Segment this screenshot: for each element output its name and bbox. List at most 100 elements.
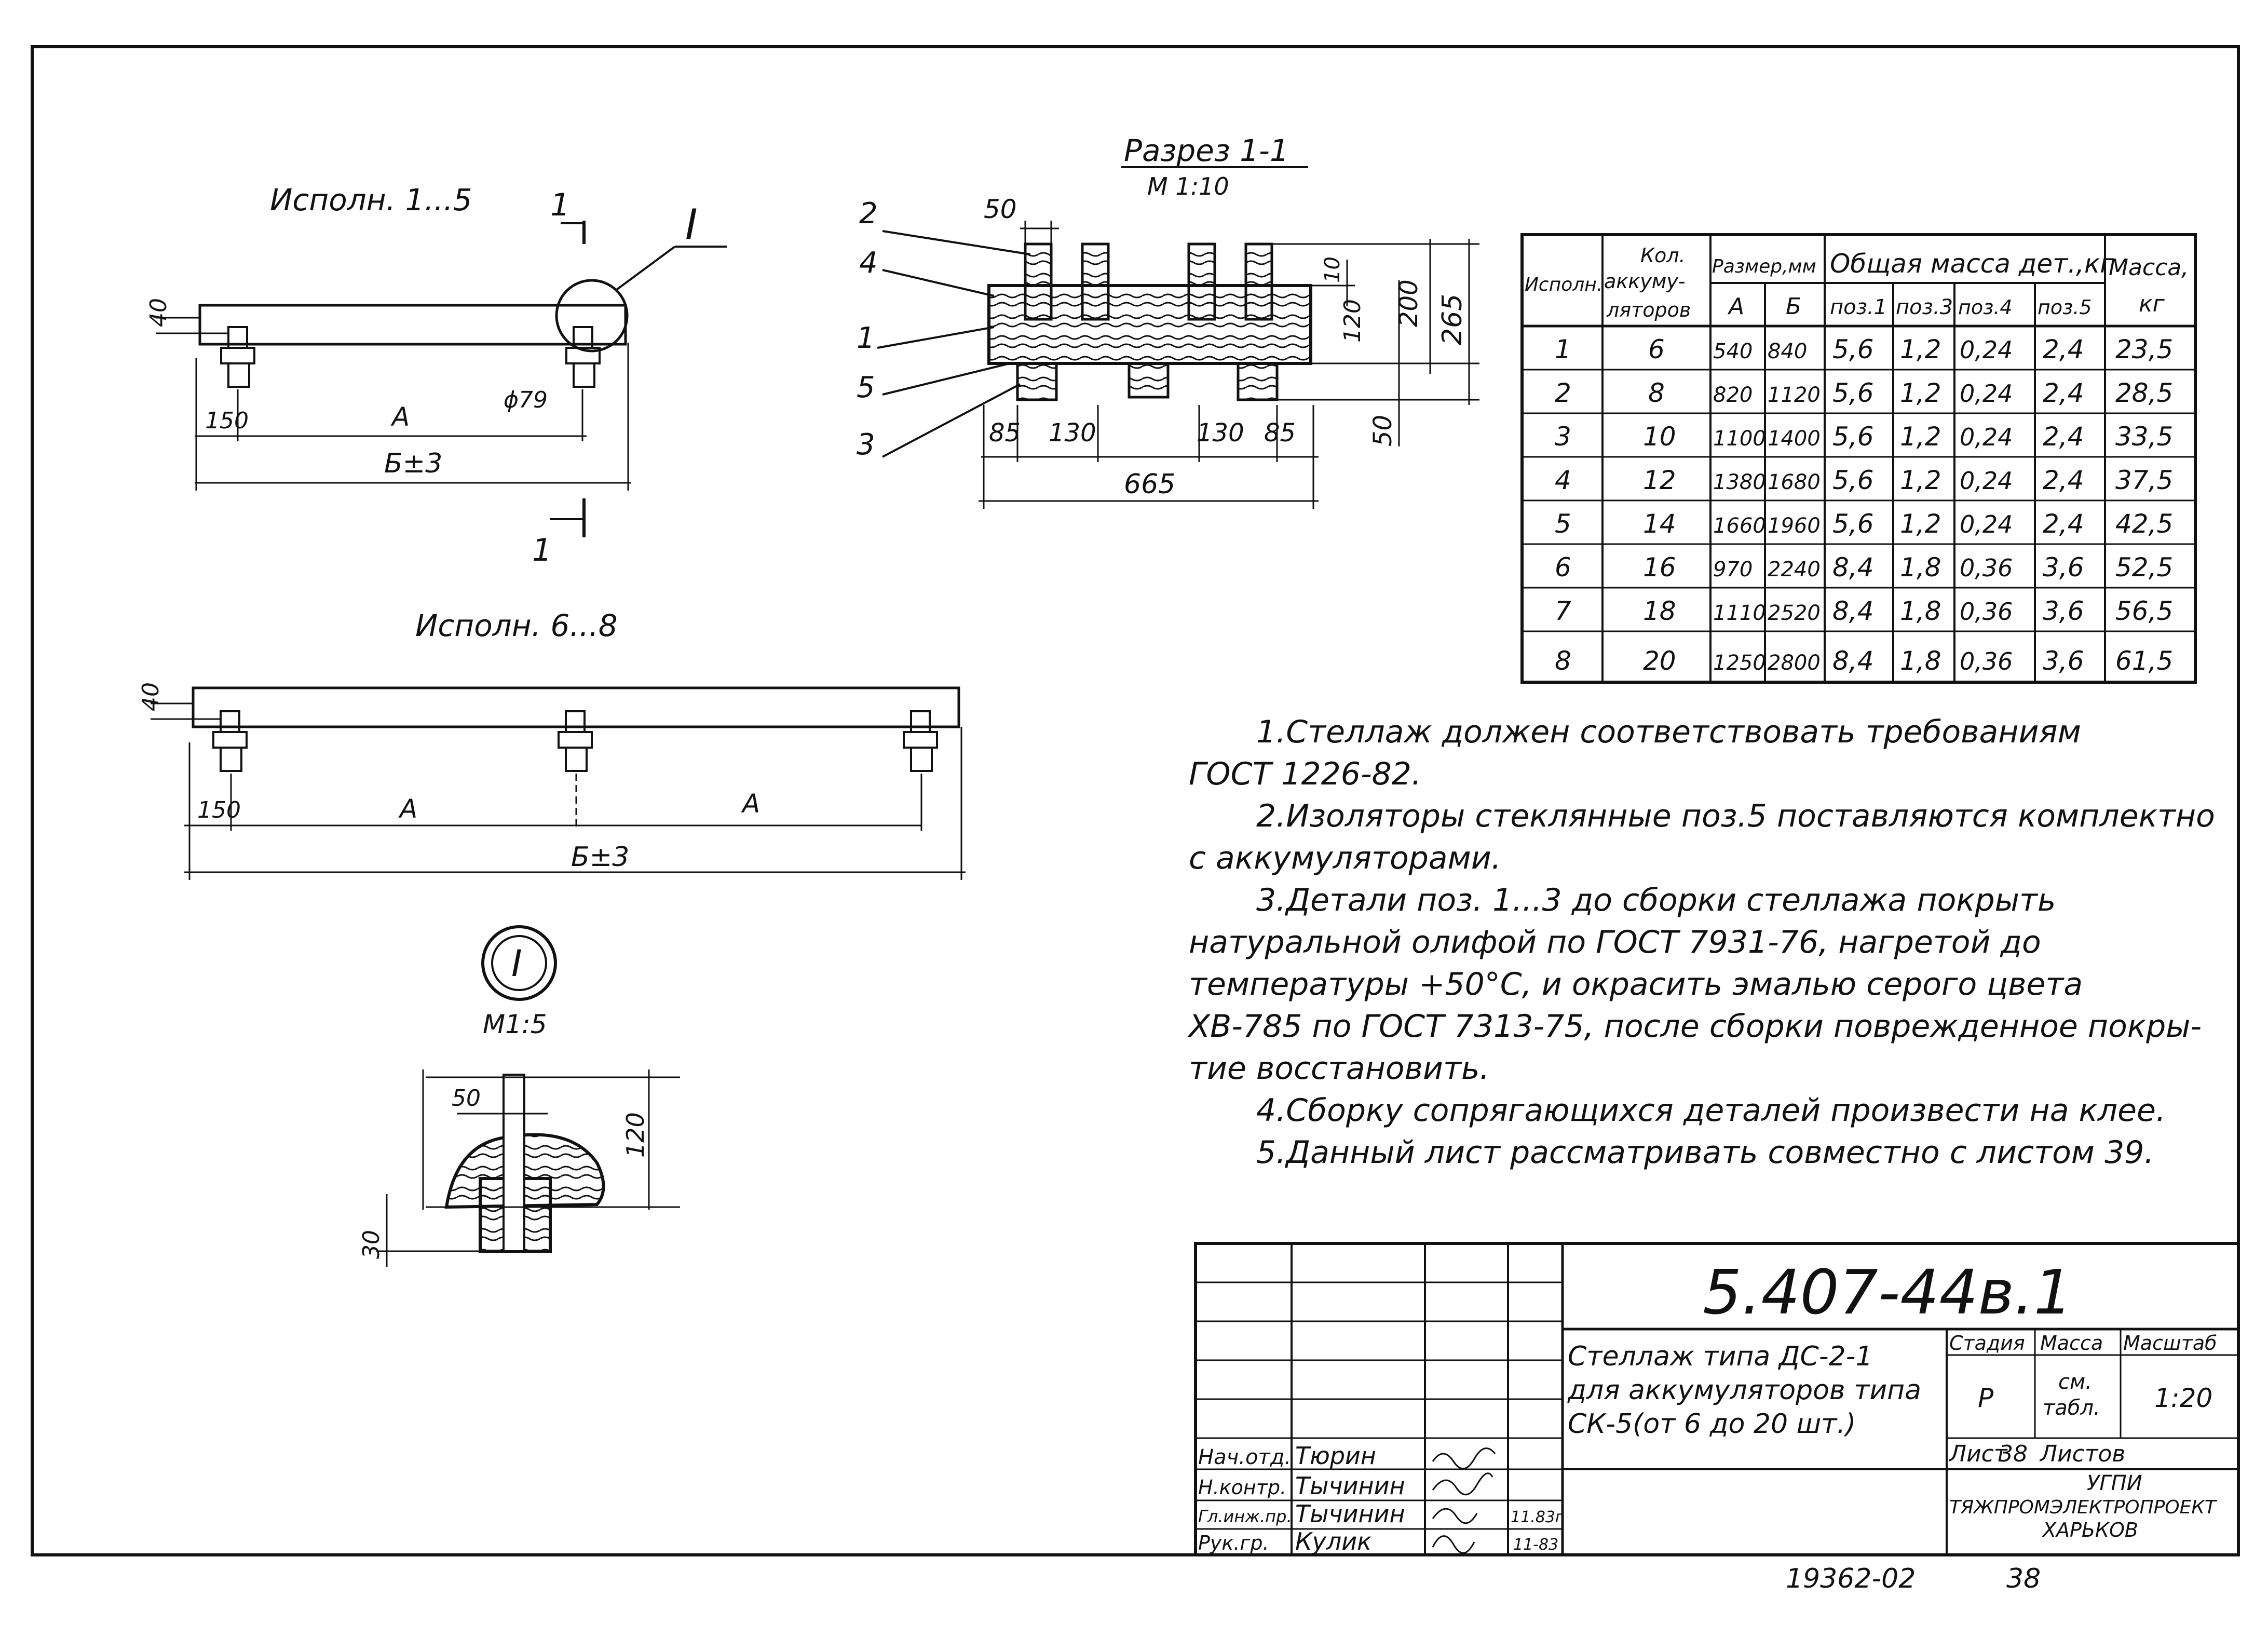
view1-insulator-right [565,326,601,388]
svg-text:А: А [1727,293,1744,320]
svg-text:85: 85 [1264,418,1296,448]
svg-text:2,4: 2,4 [2043,378,2084,408]
svg-text:130: 130 [1197,418,1244,448]
svg-text:Масштаб: Масштаб [2123,1332,2217,1355]
svg-text:1,8: 1,8 [1900,596,1941,626]
svg-text:0,24: 0,24 [1960,380,2013,408]
svg-text:16: 16 [1643,552,1676,583]
svg-text:5,6: 5,6 [1832,378,1874,408]
svg-text:A: A [741,789,760,819]
svg-text:0,36: 0,36 [1960,598,2013,626]
svg-text:Масса,: Масса, [2109,254,2189,281]
svg-text:265: 265 [1437,294,1468,345]
svg-text:33,5: 33,5 [2115,422,2173,452]
svg-text:4: 4 [1555,465,1571,495]
svg-text:11.83г: 11.83г [1511,1508,1564,1526]
svg-text:1,2: 1,2 [1900,465,1941,495]
svg-text:50: 50 [452,1085,481,1112]
svg-text:Масса: Масса [2040,1332,2103,1355]
svg-text:кг: кг [2139,291,2165,317]
svg-text:56,5: 56,5 [2115,596,2173,626]
note-line: тие восстановить. [1189,1050,1490,1087]
svg-text:Н.контр.: Н.контр. [1198,1476,1286,1499]
svg-text:Тычинин: Тычинин [1295,1472,1405,1500]
svg-text:Исполн.: Исполн. [1525,274,1602,295]
svg-text:200: 200 [1394,279,1423,327]
notes-block: 1.Стеллаж должен соответствовать требова… [1189,711,2227,1174]
svg-text:5,6: 5,6 [1832,509,1874,539]
note-line: 3.Детали поз. 1...3 до сборки стеллажа п… [1256,882,2056,918]
svg-text:2,4: 2,4 [2043,465,2084,495]
view1-title: Исполн. 1...5 [270,182,472,218]
svg-text:1: 1 [532,532,552,568]
svg-text:7: 7 [1555,596,1571,626]
svg-text:Б±3: Б±3 [384,448,442,479]
note-line: с аккумуляторами. [1189,840,1501,876]
view1-beam [198,304,627,346]
view2-title: Исполн. 6...8 [415,608,618,643]
title-block-grid [1194,1242,2240,1556]
svg-text:5,6: 5,6 [1832,465,1874,495]
svg-text:5: 5 [857,371,875,404]
svg-text:1:20: 1:20 [2154,1383,2212,1413]
svg-text:Размер,мм: Размер,мм [1712,256,1816,277]
svg-text:8: 8 [1648,378,1665,408]
svg-text:2520: 2520 [1768,601,1821,625]
svg-text:Стеллаж типа ДС-2-1: Стеллаж типа ДС-2-1 [1568,1341,1872,1372]
note-line: 2.Изоляторы стеклянные поз.5 поставляютс… [1256,798,2215,834]
page-number: 38 [2006,1563,2041,1594]
svg-text:2: 2 [1555,378,1571,408]
svg-text:Рук.гр.: Рук.гр. [1198,1532,1269,1554]
svg-text:2800: 2800 [1768,651,1821,675]
svg-text:5: 5 [1555,509,1571,539]
svg-text:120: 120 [621,1112,649,1158]
svg-text:см.: см. [2058,1370,2092,1394]
archive-number: 19362-02 [1786,1563,1916,1594]
svg-text:52,5: 52,5 [2115,552,2173,583]
svg-text:8: 8 [1555,646,1571,676]
svg-text:130: 130 [1049,418,1096,448]
svg-text:для аккумуляторов типа: для аккумуляторов типа [1567,1375,1921,1406]
svg-text:30: 30 [358,1230,385,1259]
svg-text:0,24: 0,24 [1960,336,2013,364]
note-line: натуральной олифой по ГОСТ 7931-76, нагр… [1189,924,2041,960]
svg-text:Тычинин: Тычинин [1295,1500,1405,1528]
section-1-1: Разрез 1-1 М 1:10 2 4 1 5 3 [857,133,1479,509]
svg-text:табл.: табл. [2043,1396,2100,1420]
svg-text:поз.5: поз.5 [2038,296,2092,319]
svg-text:28,5: 28,5 [2115,378,2173,408]
svg-text:1250: 1250 [1713,651,1766,675]
svg-text:1,2: 1,2 [1900,378,1941,408]
svg-text:5,6: 5,6 [1832,422,1874,452]
svg-text:0,36: 0,36 [1960,554,2013,582]
svg-text:2240: 2240 [1768,558,1821,581]
svg-text:ТЯЖПРОМЭЛЕКТРОПРОЕКТ: ТЯЖПРОМЭЛЕКТРОПРОЕКТ [1949,1497,2218,1518]
svg-text:8,4: 8,4 [1832,552,1874,583]
svg-text:6: 6 [1555,552,1571,583]
svg-text:0,24: 0,24 [1960,423,2013,451]
svg-text:3: 3 [857,428,875,462]
svg-text:14: 14 [1643,509,1676,539]
svg-text:3: 3 [1555,422,1571,452]
svg-text:2,4: 2,4 [2043,334,2084,364]
svg-text:поз.4: поз.4 [1958,296,2013,319]
svg-text:540: 540 [1713,340,1753,363]
spec-table-headers: Исполн. Кол. аккуму- ляторов Размер,мм О… [1525,244,2189,321]
view2-beam [192,686,960,728]
svg-text:820: 820 [1713,383,1753,407]
svg-text:11-83: 11-83 [1513,1536,1558,1554]
detail-I: I М1:5 50 120 30 [358,925,680,1267]
detail-scale: М1:5 [483,1009,547,1039]
svg-text:12: 12 [1643,465,1676,495]
view1-detail-mark: I [685,200,698,249]
svg-text:УГПИ: УГПИ [2087,1471,2142,1495]
svg-text:1,2: 1,2 [1900,422,1941,452]
note-line: 4.Сборку сопрягающихся деталей произвест… [1256,1092,2166,1129]
svg-text:поз.1: поз.1 [1830,295,1887,319]
svg-text:0,24: 0,24 [1960,467,2013,495]
svg-text:10: 10 [1321,256,1344,283]
svg-text:ляторов: ляторов [1606,299,1691,321]
view-variant-1-5: Исполн. 1...5 I 1 1 40 150 A [145,182,727,568]
